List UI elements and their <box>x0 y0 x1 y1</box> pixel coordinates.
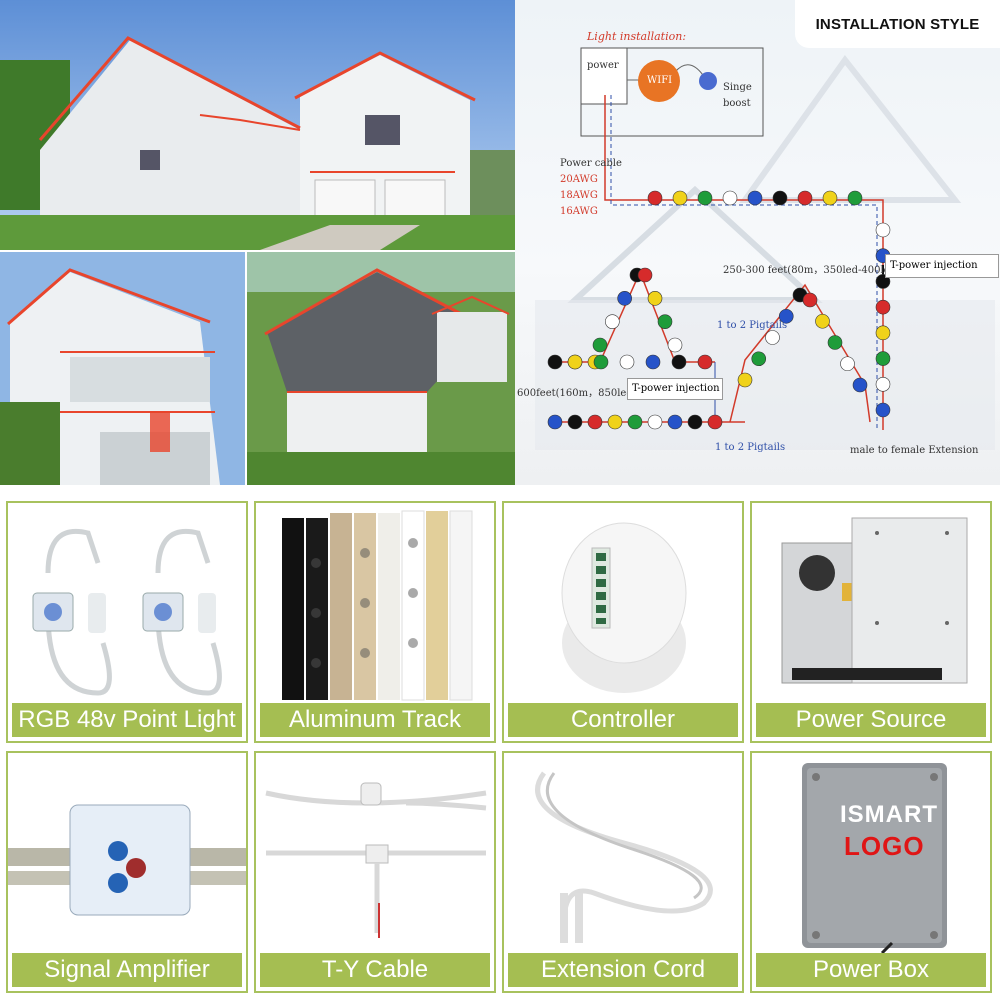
led-dot <box>875 402 891 418</box>
led-dot <box>875 222 891 238</box>
power-source-icon <box>752 503 990 703</box>
led-dot <box>647 291 663 306</box>
led-dots <box>547 190 891 430</box>
led-dot <box>657 314 673 329</box>
house-photo-aerial <box>247 252 515 485</box>
power-label: power <box>587 60 619 71</box>
led-dot <box>765 330 780 345</box>
product-card-point-light[interactable]: RGB 48v Point Light <box>6 501 248 743</box>
power-cable-label: Power cable <box>560 158 622 169</box>
pigtails-lower: 1 to 2 Pigtails <box>715 442 786 453</box>
aluminum-track-icon <box>256 503 494 703</box>
led-dot <box>567 414 583 430</box>
boost-label: Singe boost <box>723 82 752 109</box>
product-label: T-Y Cable <box>260 953 490 987</box>
run-lower-label: 600feet(160m，850led) <box>517 388 637 399</box>
led-dot <box>875 325 891 341</box>
pigtails-upper: 1 to 2 Pigtails <box>717 320 788 331</box>
led-dot <box>619 354 635 370</box>
signal-amplifier-icon <box>8 753 246 953</box>
led-dot <box>697 190 713 206</box>
led-dot <box>547 354 563 370</box>
led-dot <box>647 414 663 430</box>
installation-diagram: INSTALLATION STYLE Light installation: p… <box>515 0 1000 485</box>
product-label: Controller <box>508 703 738 737</box>
controller-icon <box>504 503 742 703</box>
product-label: Power Box <box>756 953 986 987</box>
t-power-upper: T-power injection <box>885 254 999 278</box>
product-label: Signal Amplifier <box>12 953 242 987</box>
led-dot <box>667 337 683 353</box>
power-box-icon: ISMART LOGO <box>752 753 990 953</box>
led-dot <box>847 190 863 206</box>
awg-16: 16AWG <box>560 206 598 217</box>
awg-18: 18AWG <box>560 190 598 201</box>
led-dot <box>827 335 843 350</box>
led-dot <box>672 190 688 206</box>
led-dot <box>822 190 838 206</box>
power-box-brand: ISMART <box>840 801 938 828</box>
product-card-signal-amplifier[interactable]: Signal Amplifier <box>6 751 248 993</box>
led-dot <box>627 414 643 430</box>
point-light-icon <box>8 503 246 703</box>
led-dot <box>645 354 661 370</box>
product-card-controller[interactable]: Controller <box>502 501 744 743</box>
led-dot <box>707 414 723 430</box>
house-photo-large <box>0 0 515 250</box>
led-dot <box>697 354 713 370</box>
run-upper-label: 250-300 feet(80m，350led-400led) <box>723 261 900 276</box>
product-label: Extension Cord <box>508 953 738 987</box>
led-dot <box>747 190 763 206</box>
led-dot <box>567 354 583 370</box>
product-label: Aluminum Track <box>260 703 490 737</box>
led-dot <box>637 267 653 283</box>
awg-20: 20AWG <box>560 174 598 185</box>
installation-style-badge: INSTALLATION STYLE <box>795 0 1000 48</box>
led-dot <box>722 190 738 206</box>
led-dot <box>778 308 794 324</box>
wifi-icon <box>638 60 680 102</box>
led-dot <box>875 376 891 392</box>
ty-cable-icon <box>256 753 494 953</box>
t-power-lower: T-power injection <box>627 378 723 400</box>
led-dot <box>840 356 855 372</box>
product-label: RGB 48v Point Light <box>12 703 242 737</box>
led-dot <box>772 190 788 206</box>
run-upper-text: 250-300 feet(80m，350led-400led) <box>723 265 900 276</box>
led-dot <box>617 291 632 306</box>
product-label: Power Source <box>756 703 986 737</box>
diagram-title: Light installation: <box>587 30 687 43</box>
product-card-ty-cable[interactable]: T-Y Cable <box>254 751 496 993</box>
house-photo-porch <box>0 252 245 485</box>
boost-icon <box>699 72 717 90</box>
wifi-label: WIFI <box>647 75 673 86</box>
led-dot <box>815 313 830 329</box>
product-card-power-source[interactable]: Power Source <box>750 501 992 743</box>
product-card-extension-cord[interactable]: Extension Cord <box>502 751 744 993</box>
led-dot <box>607 414 623 430</box>
led-dot <box>647 190 663 206</box>
led-dot <box>671 354 687 370</box>
led-dot <box>737 372 753 388</box>
led-dot <box>605 314 620 329</box>
led-dot <box>592 337 608 353</box>
led-dot <box>667 414 683 430</box>
product-card-power-box[interactable]: ISMART LOGO Power Box <box>750 751 992 993</box>
led-dot <box>875 351 891 366</box>
led-dot <box>797 190 813 206</box>
led-dot <box>875 299 891 315</box>
extension-cord-icon <box>504 753 742 953</box>
product-card-aluminum-track[interactable]: Aluminum Track <box>254 501 496 743</box>
power-box-logo: LOGO <box>844 831 925 861</box>
led-dot <box>802 292 818 308</box>
led-dot <box>687 414 703 430</box>
led-dot <box>852 377 868 393</box>
extension-label: male to female Extension <box>850 445 979 456</box>
led-dot <box>751 351 767 367</box>
led-dot <box>547 414 563 430</box>
led-dot <box>587 414 603 430</box>
led-dot <box>593 354 609 370</box>
